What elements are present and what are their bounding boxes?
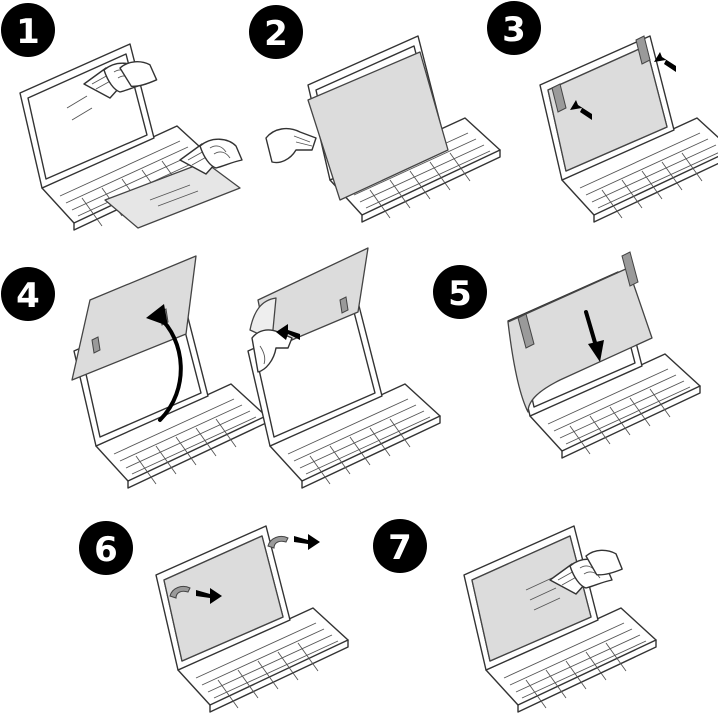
hand-icon [585,549,623,576]
step-6-badge: 6 [79,521,133,575]
step-4-number: 4 [16,276,40,316]
hand-icon [265,127,317,164]
step-7: 7 [373,519,657,713]
hand-icon [119,61,158,88]
film-sheet-icon [307,51,449,201]
tab-icon [169,535,289,599]
film-sheet-icon [507,267,653,413]
step-6-number: 6 [94,530,118,570]
step-4-badge: 4 [1,267,55,321]
step-4: 4 [1,247,441,489]
step-2-number: 2 [264,14,288,54]
step-2: 2 [249,5,501,223]
step-3-number: 3 [502,10,526,50]
step-5-badge: 5 [433,265,487,319]
step-2-badge: 2 [249,5,303,59]
laptop-icon [19,43,213,231]
curved-arrow-icon [146,304,183,422]
step-7-number: 7 [388,528,412,568]
arrow-icon [570,52,676,120]
laptop-icon [539,35,718,223]
step-1-number: 1 [16,12,40,52]
step-5-number: 5 [448,274,472,314]
step-1: 1 [1,3,243,231]
arrow-down-icon [584,310,604,362]
film-sheet-icon [104,161,241,229]
step-3-badge: 3 [487,1,541,55]
laptop-icon [155,525,349,713]
hand-icon [251,329,293,373]
arrow-icon [276,324,300,340]
tab-icon [517,251,639,349]
arrow-icon [196,534,320,604]
tab-icon [551,35,651,113]
step-5: 5 [433,251,701,459]
laptop-icon [463,525,657,713]
step-1-badge: 1 [1,3,55,57]
step-3: 3 [487,1,718,223]
step-7-badge: 7 [373,519,427,573]
step-6: 6 [79,521,349,713]
